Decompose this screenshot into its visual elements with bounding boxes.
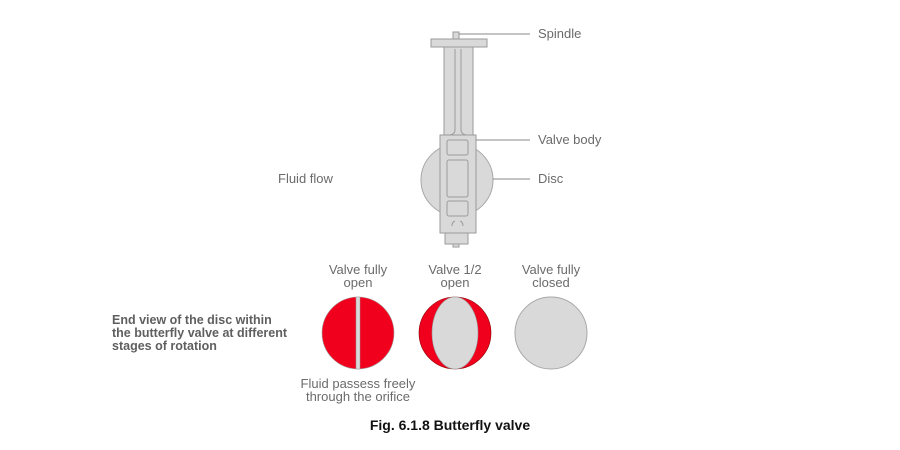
state-title-half-open: Valve 1/2 open [428, 262, 482, 290]
valve-body-label: Valve body [538, 132, 602, 147]
disc-label: Disc [538, 171, 564, 186]
end-view-description: End view of the disc within the butterfl… [112, 313, 288, 353]
spindle-label: Spindle [538, 26, 582, 41]
state-title-fully-open: Valve fully open [328, 262, 388, 290]
end-view-fully-open [321, 296, 395, 370]
fluid-flow-label: Fluid flow [278, 171, 333, 186]
end-view-half-open [418, 296, 492, 370]
end-view-fully-closed [514, 296, 588, 370]
flange-shape [430, 38, 488, 48]
lower-stem-shape [444, 232, 469, 245]
figure-caption: Fig. 6.1.8 Butterfly valve [369, 417, 531, 433]
stem-shape [443, 46, 474, 136]
state-title-fully-closed: Valve fully closed [521, 262, 581, 290]
fluid-passes-note: Fluid passess freely through the orifice [300, 376, 416, 404]
